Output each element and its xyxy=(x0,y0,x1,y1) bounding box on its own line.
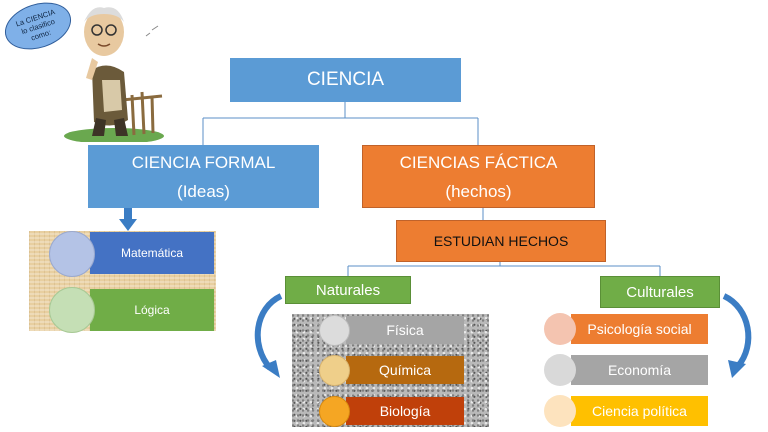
list-item-label: Química xyxy=(378,362,432,378)
list-item-circle xyxy=(544,395,576,427)
node-ciencia-label: CIENCIA xyxy=(306,69,385,90)
list-item-label: Matemática xyxy=(120,246,184,260)
list-item-label: Psicología social xyxy=(587,321,692,337)
node-ciencia-formal: CIENCIA FORMAL (Ideas) xyxy=(88,145,319,208)
list-item-biologia: Biología xyxy=(346,397,464,425)
node-estudian-hechos: ESTUDIAN HECHOS xyxy=(396,220,606,262)
list-item-logica: Lógica xyxy=(90,289,214,331)
node-ciencia: CIENCIA xyxy=(230,58,461,102)
node-ciencias-factica: CIENCIAS FÁCTICA (hechos) xyxy=(362,145,595,208)
node-ciencia-formal-title: CIENCIA FORMAL xyxy=(131,152,276,172)
caricature-illustration xyxy=(64,7,164,142)
list-item-label: Física xyxy=(386,322,424,338)
list-item-circle xyxy=(49,287,95,333)
list-item-quimica: Química xyxy=(346,356,464,384)
list-item-circle xyxy=(319,396,350,427)
list-item-economia: Economía xyxy=(571,355,708,385)
node-culturales: Culturales xyxy=(600,276,720,308)
list-item-circle xyxy=(544,354,576,386)
list-item-label: Biología xyxy=(379,403,431,419)
list-item-circle xyxy=(319,315,350,346)
node-culturales-label: Culturales xyxy=(626,283,694,301)
node-naturales-label: Naturales xyxy=(315,281,381,299)
curved-arrow-left-icon xyxy=(254,293,283,378)
list-item-circle xyxy=(49,231,95,277)
list-item-fisica: Física xyxy=(346,316,464,344)
speech-bubble-text: La CIENCIA lo clasifico como: xyxy=(14,6,57,42)
list-item-psicologia-social: Psicología social xyxy=(571,314,708,344)
list-item-label: Economía xyxy=(607,362,672,378)
list-item-matematica: Matemática xyxy=(90,232,214,274)
node-naturales: Naturales xyxy=(285,276,411,304)
curved-arrow-right-icon xyxy=(722,293,752,378)
node-ciencias-factica-title: CIENCIAS FÁCTICA xyxy=(399,152,558,172)
node-estudian-hechos-label: ESTUDIAN HECHOS xyxy=(433,233,569,249)
down-arrow-icon xyxy=(119,208,137,231)
list-item-label: Lógica xyxy=(134,303,170,317)
list-item-label: Ciencia política xyxy=(592,403,687,419)
list-item-circle xyxy=(319,355,350,386)
node-ciencias-factica-subtitle: (hechos) xyxy=(445,181,512,201)
list-item-ciencia-politica: Ciencia política xyxy=(571,396,708,426)
node-ciencia-formal-subtitle: (Ideas) xyxy=(177,181,230,201)
list-item-circle xyxy=(544,313,576,345)
